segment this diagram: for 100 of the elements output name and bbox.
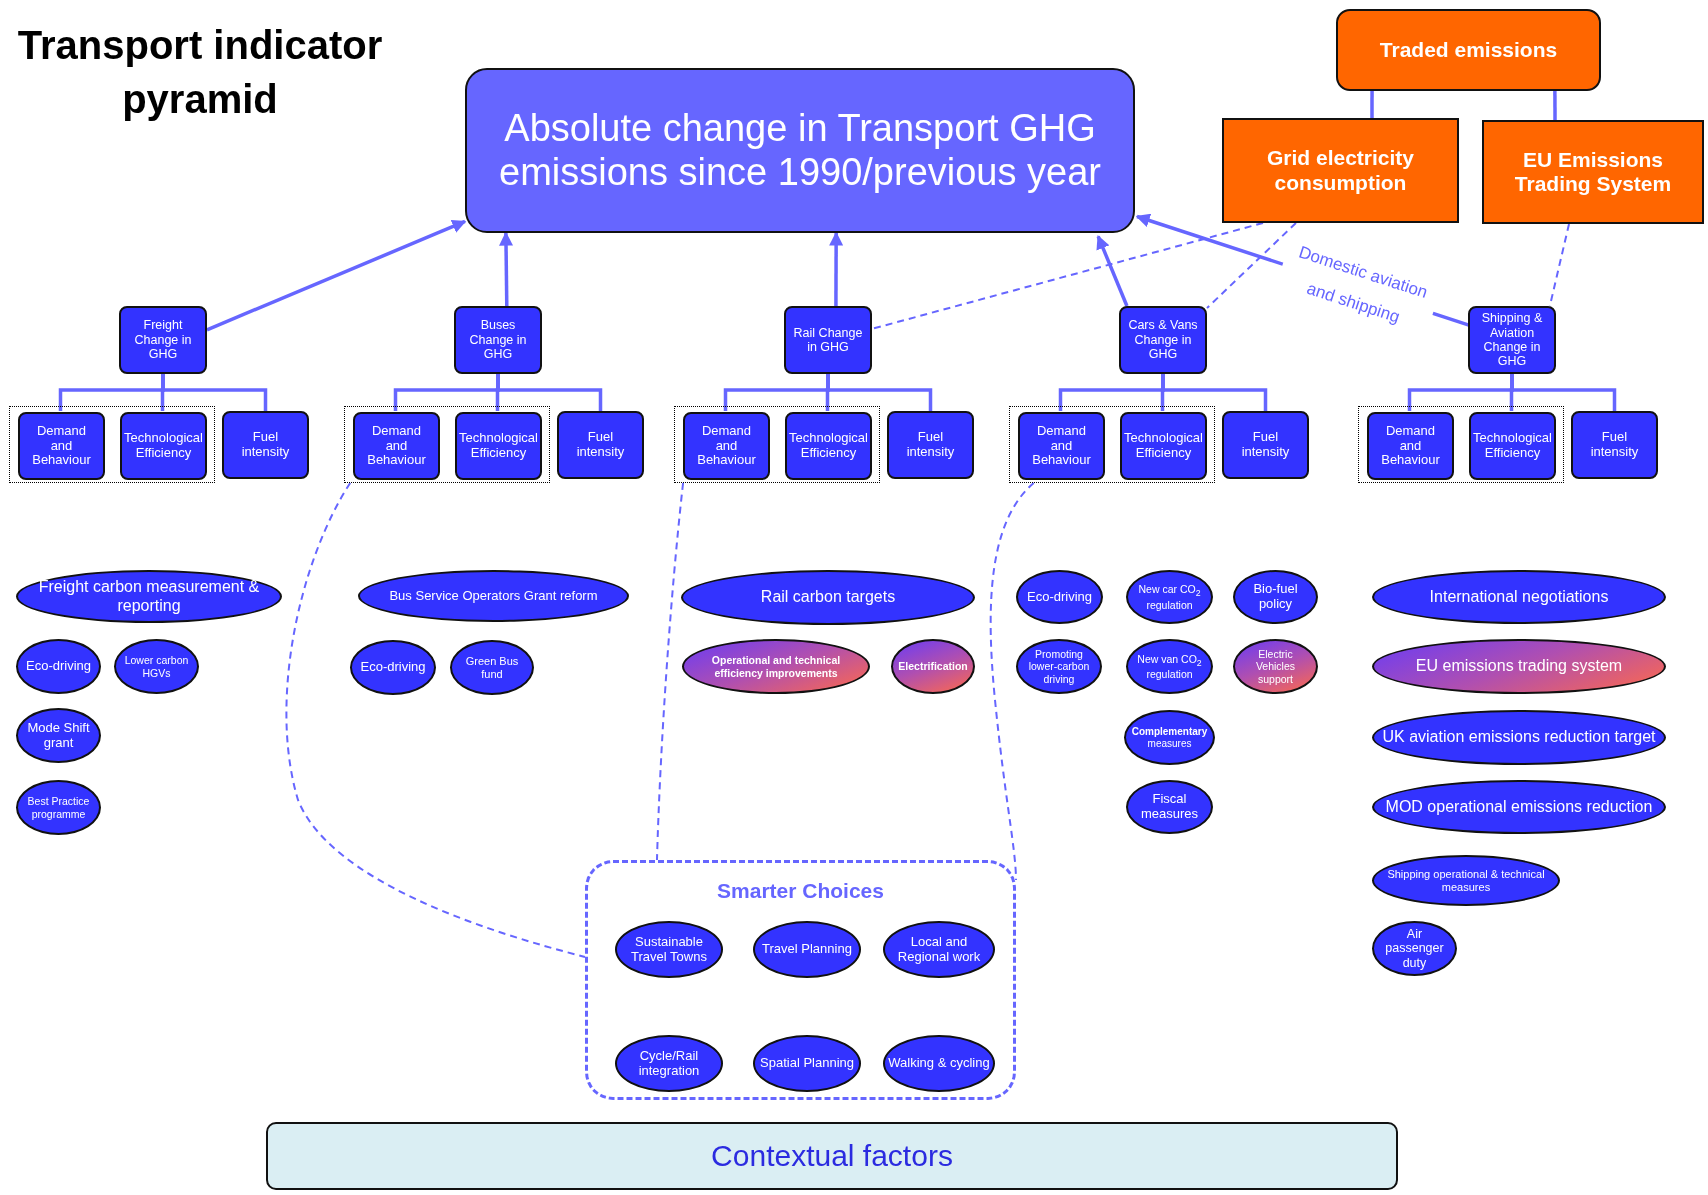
indicator-box bbox=[887, 411, 974, 479]
box-label: Air passenger duty bbox=[1384, 926, 1445, 971]
box-label: International negotiations bbox=[1428, 587, 1610, 607]
indicator-box bbox=[683, 412, 770, 480]
connector-line bbox=[1510, 374, 1617, 411]
indicator-box bbox=[1469, 412, 1556, 480]
connector-line bbox=[1370, 91, 1374, 118]
indicator-box bbox=[785, 412, 872, 480]
indicator-box bbox=[18, 412, 105, 480]
connector-line bbox=[826, 374, 933, 411]
box-label: Fuel intensity bbox=[1240, 430, 1291, 460]
sector-box bbox=[454, 306, 542, 374]
box-label: Demand and Behaviour bbox=[1031, 423, 1092, 469]
arrow bbox=[499, 231, 514, 307]
box-label: Best Practice programme bbox=[26, 795, 91, 820]
dotted-group-box bbox=[674, 406, 880, 483]
sector-box bbox=[119, 306, 207, 374]
category-box bbox=[1336, 9, 1601, 91]
indicator-box bbox=[1367, 412, 1454, 480]
box-label: EU emissions trading system bbox=[1414, 657, 1624, 676]
box-label: Green Bus fund bbox=[464, 654, 520, 681]
indicator-box bbox=[1018, 412, 1105, 480]
indicator-box bbox=[222, 411, 309, 479]
dashed-line bbox=[656, 482, 685, 861]
box-label: Bus Service Operators Grant reform bbox=[388, 588, 599, 604]
box-label: Technological Efficiency bbox=[458, 431, 539, 461]
box-label: Grid electricity consumption bbox=[1265, 146, 1416, 195]
dotted-group-box bbox=[1009, 406, 1215, 483]
box-label: Technological Efficiency bbox=[1123, 431, 1204, 461]
box-label: Spatial Planning bbox=[759, 1056, 855, 1071]
box-label: UK aviation emissions reduction target bbox=[1381, 728, 1657, 747]
box-label: Absolute change in Transport GHG emissions since 1990/previous year bbox=[498, 106, 1102, 195]
box-label: Sustainable Travel Towns bbox=[630, 934, 708, 965]
box-label: Freight Change in GHG bbox=[133, 318, 193, 362]
box-label: Local and Regional work bbox=[896, 934, 982, 965]
arrow bbox=[206, 219, 467, 332]
indicator-box bbox=[1222, 411, 1309, 479]
box-label: Demand and Behaviour bbox=[1380, 423, 1441, 469]
arrow bbox=[1096, 235, 1129, 307]
dashed-line bbox=[1206, 222, 1297, 310]
dashed-line bbox=[989, 482, 1035, 881]
category-box bbox=[1482, 120, 1704, 224]
box-label: Cars & Vans Change in GHG bbox=[1127, 318, 1199, 362]
indicator-box bbox=[557, 411, 644, 479]
box-label: Lower carbon HGVs bbox=[123, 654, 190, 679]
box-label: Bio-fuel policy bbox=[1252, 582, 1299, 612]
box-label: Eco-driving bbox=[359, 660, 427, 675]
dashed-line bbox=[285, 482, 586, 958]
connector-line bbox=[161, 374, 268, 411]
box-label: Promoting lower-carbon driving bbox=[1027, 648, 1091, 685]
box-label: Mode Shift grant bbox=[26, 720, 91, 751]
indicator-box bbox=[1120, 412, 1207, 480]
box-label: Eco-driving bbox=[25, 659, 92, 674]
box-label: Fuel intensity bbox=[905, 430, 956, 460]
box-label: Fuel intensity bbox=[1589, 430, 1640, 460]
box-label: Electric Vehicles support bbox=[1254, 648, 1297, 685]
connector-line bbox=[496, 374, 603, 411]
box-label: Rail carbon targets bbox=[759, 588, 897, 607]
box-label: Fuel intensity bbox=[575, 430, 626, 460]
arrow bbox=[829, 231, 844, 306]
box-label: Travel Planning bbox=[761, 942, 853, 957]
indicator-box bbox=[1571, 411, 1658, 479]
sector-box bbox=[784, 306, 872, 374]
box-label: New van CO$_{2}$ regulation bbox=[1136, 652, 1203, 681]
box-label: Contextual factors bbox=[710, 1138, 954, 1174]
box-label: Freight carbon measurement & reporting bbox=[37, 578, 261, 615]
box-label: Demand and Behaviour bbox=[366, 423, 427, 469]
diagram-title: Transport indicator pyramid bbox=[16, 22, 384, 123]
box-label: Electrification bbox=[897, 660, 969, 673]
box-label: Buses Change in GHG bbox=[468, 318, 528, 362]
dotted-group-box bbox=[344, 406, 550, 483]
box-label: EU Emissions Trading System bbox=[1513, 147, 1673, 197]
box-label: Cycle/Rail integration bbox=[637, 1048, 701, 1079]
dotted-group-box bbox=[1358, 406, 1564, 483]
summary-box bbox=[465, 68, 1135, 233]
indicator-box bbox=[455, 412, 542, 480]
box-label: Complementary measures bbox=[1130, 726, 1209, 749]
box-label: Shipping operational & technical measures bbox=[1386, 867, 1546, 894]
indicator-box bbox=[353, 412, 440, 480]
indicator-box bbox=[120, 412, 207, 480]
box-label: MOD operational emissions reduction bbox=[1384, 797, 1654, 817]
context-bar bbox=[266, 1122, 1398, 1190]
box-label: Demand and Behaviour bbox=[31, 423, 92, 469]
sector-box bbox=[1468, 306, 1556, 374]
box-label: Technological Efficiency bbox=[1472, 431, 1553, 461]
box-label: Rail Change in GHG bbox=[792, 325, 864, 355]
category-box bbox=[1222, 118, 1459, 223]
box-label: New car CO$_{2}$ regulation bbox=[1137, 583, 1202, 611]
box-label: Walking & cycling bbox=[887, 1056, 991, 1071]
box-label: Demand and Behaviour bbox=[696, 423, 757, 469]
box-label: Operational and technical efficiency improvements bbox=[710, 654, 842, 679]
connector-line bbox=[1161, 374, 1268, 411]
box-label: Traded emissions bbox=[1378, 37, 1559, 63]
box-label: Eco-driving bbox=[1026, 589, 1093, 605]
box-label: Fiscal measures bbox=[1139, 792, 1200, 822]
dotted-group-box bbox=[9, 406, 215, 483]
group-box bbox=[585, 860, 1016, 1100]
box-label: Technological Efficiency bbox=[788, 431, 869, 461]
connector-line bbox=[1553, 91, 1557, 120]
sector-box bbox=[1119, 306, 1207, 374]
